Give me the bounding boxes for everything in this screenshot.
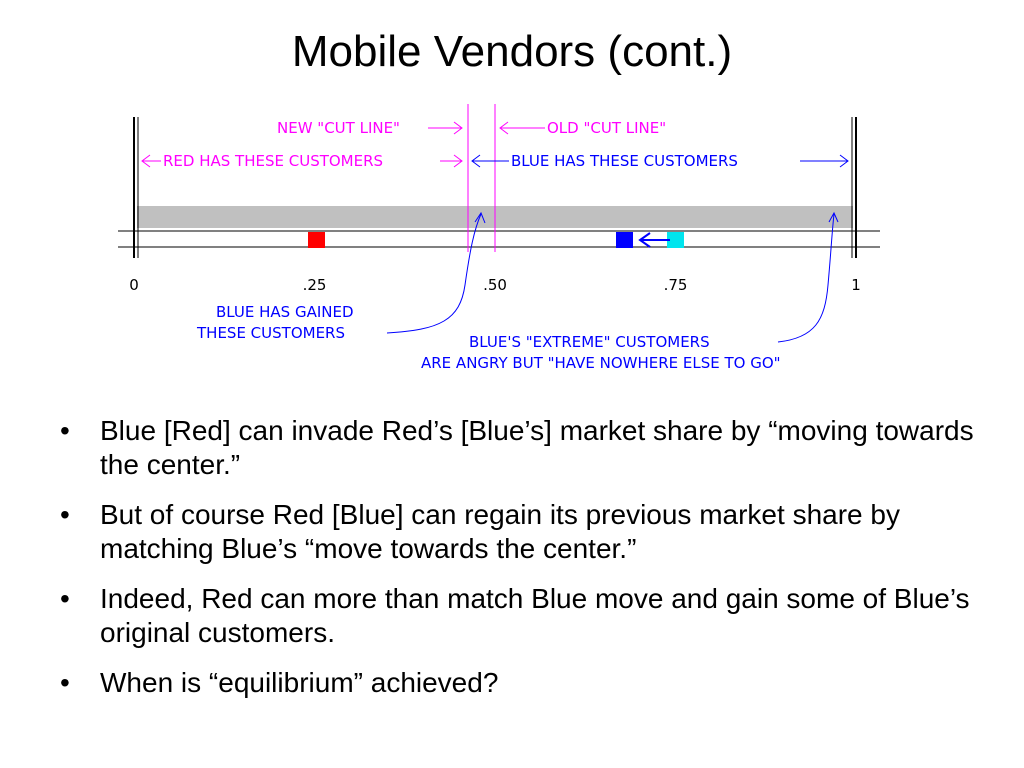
axis-tick-label: 0: [129, 276, 139, 294]
red-range-arrowhead-right: [453, 154, 463, 168]
slide-title: Mobile Vendors (cont.): [291, 27, 733, 76]
blue-move-arrowhead: [638, 232, 651, 248]
bullet-item: • But of course Red [Blue] can regain its…: [56, 498, 986, 566]
blue-vendor-new-marker: [616, 232, 633, 248]
old-cut-line-arrowhead: [499, 121, 509, 135]
bullet-symbol: •: [60, 667, 70, 698]
blue-range-arrowhead-right: [839, 154, 849, 168]
bullet-list: • Blue [Red] can invade Red’s [Blue’s] ma…: [56, 414, 986, 716]
red-customers-label: RED HAS THESE CUSTOMERS: [163, 152, 383, 170]
blue-gained-label-line1: BLUE HAS GAINED: [216, 303, 354, 321]
bullet-symbol: •: [60, 583, 70, 614]
market-line-diagram: NEW "CUT LINE" OLD "CUT LINE" RED HAS TH…: [118, 104, 880, 372]
extreme-customers-label-line1: BLUE'S "EXTREME" CUSTOMERS: [469, 333, 710, 351]
bullet-text: Indeed, Red can more than match Blue mov…: [100, 583, 970, 648]
bullet-text: When is “equilibrium” achieved?: [100, 667, 499, 698]
axis-tick-label: .50: [483, 276, 507, 294]
axis-tick-label: 1: [851, 276, 861, 294]
axis-tick-labels: 0 .25 .50 .75 1: [129, 276, 861, 294]
bullet-text: But of course Red [Blue] can regain its …: [100, 499, 900, 564]
old-cut-line-label: OLD "CUT LINE": [547, 119, 666, 137]
bullet-item: • Indeed, Red can more than match Blue mo…: [56, 582, 986, 650]
bullet-text: Blue [Red] can invade Red’s [Blue’s] mar…: [100, 415, 974, 480]
extreme-customers-label-line2: ARE ANGRY BUT "HAVE NOWHERE ELSE TO GO": [421, 354, 781, 372]
extreme-customers-pointer-head: [828, 211, 839, 223]
blue-gained-pointer-head: [474, 211, 486, 224]
bullet-item: • When is “equilibrium” achieved?: [56, 666, 986, 700]
new-cut-line-label: NEW "CUT LINE": [277, 119, 400, 137]
blue-vendor-old-marker: [667, 232, 684, 248]
bullet-symbol: •: [60, 415, 70, 446]
blue-customers-label: BLUE HAS THESE CUSTOMERS: [511, 152, 738, 170]
bullet-item: • Blue [Red] can invade Red’s [Blue’s] ma…: [56, 414, 986, 482]
axis-tick-label: .75: [664, 276, 688, 294]
axis-tick-label: .25: [303, 276, 327, 294]
new-cut-line-arrowhead: [453, 121, 463, 135]
extreme-customers-pointer: [777, 213, 835, 343]
red-vendor-marker: [308, 232, 325, 248]
blue-gained-label-line2: THESE CUSTOMERS: [196, 324, 345, 342]
bullet-symbol: •: [60, 499, 70, 530]
blue-gained-pointer: [386, 213, 482, 334]
